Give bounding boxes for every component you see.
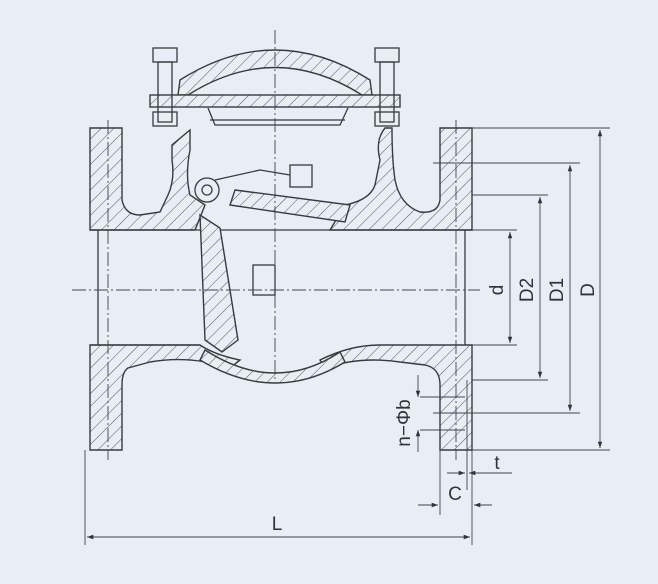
- bonnet-bolt-left: [152, 47, 178, 127]
- label-D1: D1: [547, 278, 568, 302]
- dimension-lines: [87, 130, 603, 540]
- cover-inner: [207, 107, 349, 126]
- label-t: t: [494, 453, 500, 474]
- label-d: d: [487, 285, 508, 296]
- bonnet-bolt-right: [374, 47, 400, 127]
- label-bolt-hole: n−Φb: [394, 399, 415, 446]
- label-D2: D2: [517, 278, 538, 302]
- label-D: D: [578, 283, 599, 297]
- right-flange-top: [328, 127, 473, 231]
- left-flange-bottom: [89, 344, 242, 451]
- extension-lines: [84, 127, 610, 545]
- label-L: L: [272, 514, 283, 535]
- swing-disc: [194, 164, 351, 353]
- left-flange-top: [89, 127, 206, 231]
- valve-body: [89, 49, 473, 451]
- body-bottom-bowl: [199, 348, 346, 384]
- label-C: C: [448, 484, 462, 505]
